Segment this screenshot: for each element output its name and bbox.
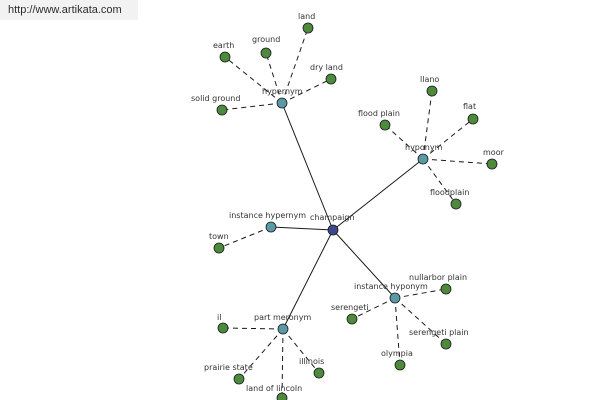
edge-instance-hyponym-serengeti-plain (394, 297, 447, 345)
node-llano[interactable] (426, 85, 438, 97)
node-moor[interactable] (486, 158, 498, 170)
node-label-land[interactable]: land (298, 12, 315, 21)
node-label-earth[interactable]: earth (213, 41, 234, 50)
node-label-serengeti-plain[interactable]: serengeti plain (409, 328, 469, 337)
node-label-floodplain[interactable]: floodplain (430, 188, 469, 197)
edge-champaign-part-meronym (282, 229, 334, 330)
node-part-meronym[interactable] (277, 323, 289, 335)
node-label-part-meronym[interactable]: part meronym (254, 313, 311, 322)
edge-hyponym-floodplain (422, 158, 457, 205)
node-label-flat[interactable]: flat (463, 102, 476, 111)
edge-champaign-hyponym (332, 158, 424, 231)
node-hyponym[interactable] (417, 153, 429, 165)
node-serengeti-plain[interactable] (440, 338, 452, 350)
node-label-hypernym[interactable]: hypernym (262, 87, 303, 96)
edge-champaign-instance-hypernym (270, 226, 334, 231)
edges-layer (218, 27, 493, 399)
edge-hyponym-flood-plain (384, 124, 424, 160)
node-label-olympia[interactable]: olympia (381, 349, 413, 358)
node-dry-land[interactable] (325, 73, 337, 85)
node-illinois[interactable] (313, 367, 325, 379)
node-land[interactable] (302, 22, 314, 34)
node-label-illinois[interactable]: illinois (299, 357, 324, 366)
labels-layer: champaign hypernym hyponym instance hyperny… (191, 12, 505, 393)
node-instance-hypernym[interactable] (265, 221, 277, 233)
node-label-champaign[interactable]: champaign (310, 213, 355, 222)
node-label-llano[interactable]: llano (420, 75, 439, 84)
node-label-solid-ground[interactable]: solid ground (191, 94, 240, 103)
node-solid-ground[interactable] (216, 104, 228, 116)
edge-hypernym-solid-ground (221, 102, 283, 111)
node-prairie-state[interactable] (233, 373, 245, 385)
edge-instance-hyponym-olympia (394, 297, 401, 366)
node-label-dry-land[interactable]: dry land (310, 63, 343, 72)
node-champaign[interactable] (327, 224, 339, 236)
edge-champaign-instance-hyponym (332, 229, 396, 299)
node-label-flood-plain[interactable]: flood plain (358, 109, 400, 118)
node-label-il[interactable]: il (217, 313, 221, 322)
edge-hyponym-flat (422, 118, 474, 160)
node-il[interactable] (217, 322, 229, 334)
node-instance-hyponym[interactable] (389, 292, 401, 304)
node-land-of-lincoln[interactable] (276, 392, 288, 400)
node-label-moor[interactable]: moor (483, 148, 505, 157)
node-earth[interactable] (219, 51, 231, 63)
url-banner[interactable]: http://www.artikata.com (0, 0, 138, 20)
edge-hyponym-moor (422, 158, 493, 165)
node-label-hyponym[interactable]: hyponym (405, 143, 443, 152)
node-label-land-of-lincoln[interactable]: land of lincoln (246, 384, 302, 393)
edge-hyponym-llano (422, 90, 433, 160)
edge-hypernym-dry-land (281, 78, 332, 104)
node-olympia[interactable] (394, 359, 406, 371)
node-label-nullarbor-plain[interactable]: nullarbor plain (409, 273, 467, 282)
node-flood-plain[interactable] (379, 119, 391, 131)
edge-part-meronym-prairie-state (238, 328, 284, 380)
node-ground[interactable] (260, 47, 272, 59)
edge-instance-hyponym-serengeti (351, 297, 396, 320)
node-town[interactable] (213, 242, 225, 254)
node-label-ground[interactable]: ground (252, 35, 280, 44)
edge-part-meronym-land-of-lincoln (281, 328, 284, 399)
node-flat[interactable] (467, 113, 479, 125)
node-label-serengeti[interactable]: serengeti (331, 303, 369, 312)
edge-hypernym-land (281, 27, 309, 104)
node-label-instance-hyponym[interactable]: instance hyponym (354, 282, 428, 291)
node-hypernym[interactable] (276, 97, 288, 109)
node-label-instance-hypernym[interactable]: instance hypernym (229, 211, 306, 220)
node-floodplain[interactable] (450, 198, 462, 210)
edge-part-meronym-illinois (282, 328, 320, 374)
node-nullarbor-plain[interactable] (440, 283, 452, 295)
nodes-layer (213, 22, 498, 400)
edge-instance-hypernym-town (218, 226, 272, 249)
node-label-town[interactable]: town (209, 232, 229, 241)
node-label-prairie-state[interactable]: prairie state (204, 363, 253, 372)
node-serengeti[interactable] (346, 313, 358, 325)
edge-part-meronym-il (222, 327, 284, 330)
edge-champaign-hypernym (281, 102, 334, 231)
edge-hypernym-earth (224, 56, 283, 104)
